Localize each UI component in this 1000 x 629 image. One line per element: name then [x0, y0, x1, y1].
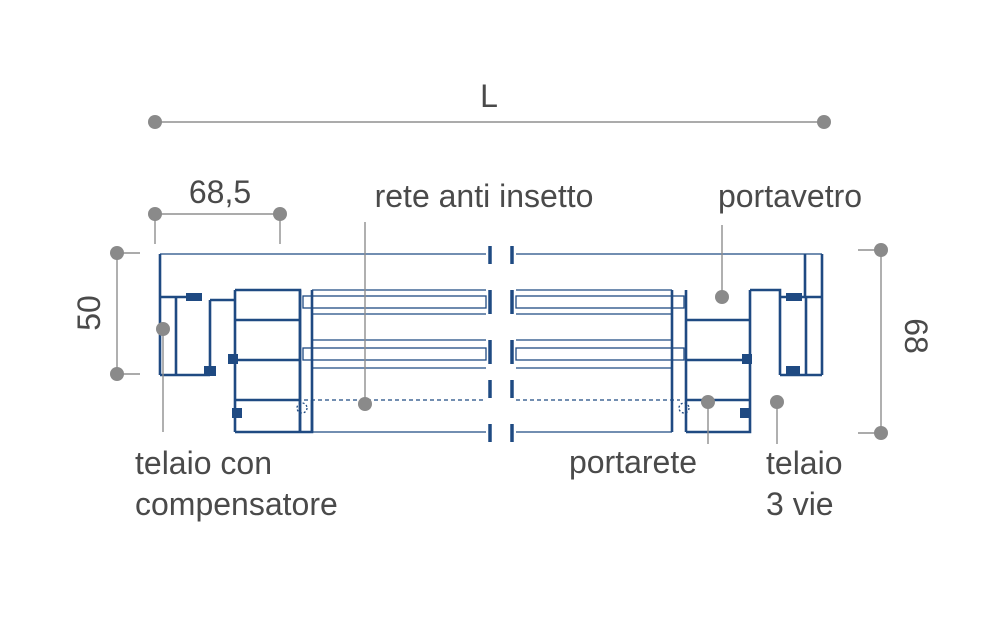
insect-screen-callout — [358, 222, 372, 411]
insect-screen-label: rete anti insetto — [375, 178, 594, 214]
screen-holder-label: portarete — [569, 444, 697, 480]
frame-3way-callout — [770, 395, 784, 444]
width-68-5-dimension — [148, 207, 287, 244]
frame-3way-label-line2: 3 vie — [766, 486, 834, 522]
length-dimension — [148, 115, 831, 129]
height-50-label: 50 — [71, 295, 107, 331]
frame-3way-label-line1: telaio — [766, 445, 843, 481]
width-68-5-label: 68,5 — [189, 174, 251, 210]
length-label: L — [480, 78, 498, 114]
frame-compensator-label-line2: compensatore — [135, 486, 338, 522]
break-marks — [488, 246, 514, 442]
frame-compensator-label-line1: telaio con — [135, 445, 272, 481]
frame-compensator-callout — [156, 322, 170, 432]
screen-holder-callout — [701, 395, 715, 444]
height-68-dimension — [858, 243, 888, 440]
window-profile — [158, 246, 824, 442]
glass-holder-label: portavetro — [718, 178, 862, 214]
height-50-dimension — [110, 246, 140, 381]
height-68-label: 68 — [898, 318, 934, 354]
glass-holder-callout — [715, 225, 729, 304]
